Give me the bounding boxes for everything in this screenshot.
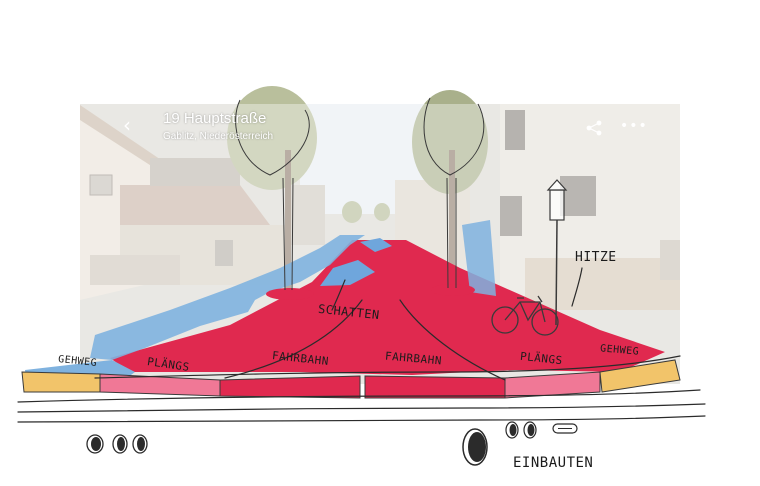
bollard-icon bbox=[523, 421, 537, 439]
location-subtitle: Gablitz, Niederösterreich bbox=[163, 131, 274, 142]
parking-strip-right bbox=[504, 371, 601, 399]
shade-patch-1 bbox=[320, 260, 375, 286]
tree-pit-icon bbox=[462, 428, 488, 466]
sidewalk-left-area bbox=[90, 235, 365, 360]
sidewalk-curb-right bbox=[599, 359, 681, 393]
share-icon bbox=[586, 120, 602, 136]
street-lamp bbox=[546, 179, 568, 326]
shade-patch-3 bbox=[462, 220, 496, 296]
installation-icons bbox=[86, 421, 578, 466]
lane-strip-left bbox=[219, 375, 361, 399]
bollard-icon bbox=[112, 434, 128, 454]
chevron-left-icon: ‹ bbox=[123, 113, 131, 137]
street-view-photo bbox=[80, 86, 680, 384]
roadway-area bbox=[110, 240, 665, 375]
share-button[interactable] bbox=[583, 117, 605, 139]
shade-patch-2 bbox=[360, 238, 392, 252]
more-dots-icon: ••• bbox=[620, 118, 648, 134]
label-heat: HITZE bbox=[575, 250, 617, 265]
bicycle bbox=[491, 295, 559, 336]
tree-pit-right bbox=[431, 284, 475, 296]
more-button[interactable]: ••• bbox=[620, 117, 647, 139]
tree-sketches bbox=[235, 97, 485, 291]
bike-rack-icon bbox=[552, 423, 578, 434]
label-installations: EINBAUTEN bbox=[513, 455, 594, 471]
cross-section bbox=[21, 359, 681, 399]
back-button[interactable]: ‹ bbox=[117, 114, 137, 138]
bollard-icon bbox=[86, 434, 104, 454]
bollard-icon bbox=[505, 421, 519, 439]
location-title: 19 Hauptstraße bbox=[163, 110, 267, 127]
bollard-icon bbox=[132, 434, 148, 454]
sidewalk-curb-left bbox=[21, 371, 101, 393]
tree-pit-left bbox=[266, 288, 314, 300]
lane-strip-right bbox=[364, 375, 506, 399]
